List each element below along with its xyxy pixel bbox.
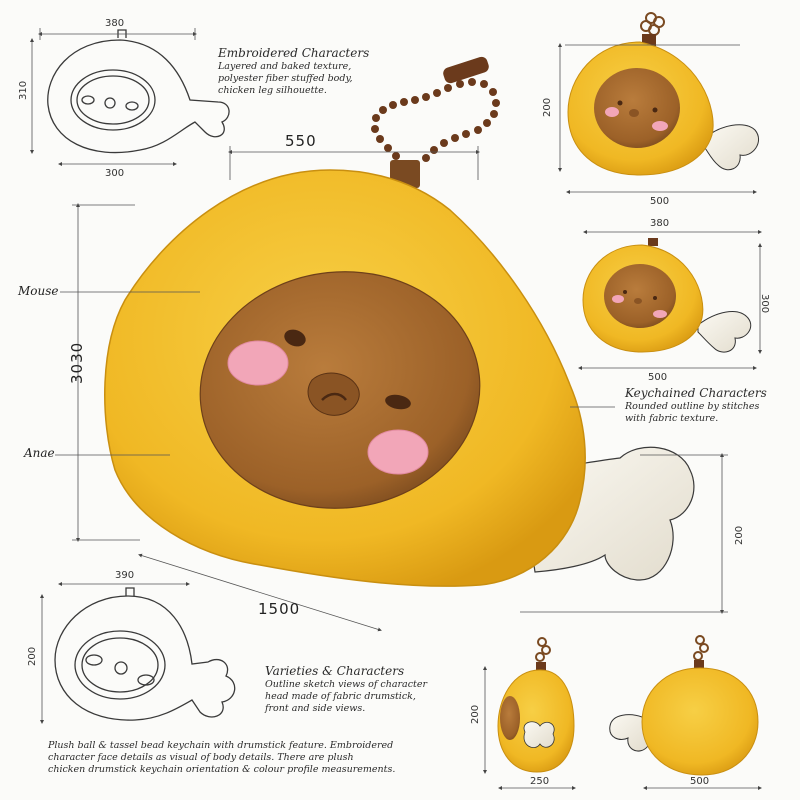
dim-mid-right-height: 300 [759,294,770,313]
note-right-line: Rounded outline by stitches [625,401,760,412]
right-eye-icon [385,394,411,410]
dim-bottom-right-width: 500 [690,776,709,787]
note-right: Keychained Characters Rounded outline by… [625,386,795,425]
note-top-line: chicken leg silhouette. [218,84,327,96]
dim-top-left-width: 380 [105,18,124,29]
dim-main-height: 3030 [68,342,86,384]
dim-bottom-left-height: 200 [27,647,38,666]
dim-main-width: 550 [285,132,317,150]
note-bottom: Varieties & Characters Outline sketch vi… [265,664,465,715]
left-blush-icon [227,340,289,386]
dims-main [55,146,728,632]
right-blush-icon [367,429,429,475]
note-top-title: Embroidered Characters [218,46,370,60]
dim-mid-right-width-top: 380 [650,218,669,229]
view-bottom-right [609,635,759,776]
dims-mid-right [578,230,762,370]
mouth-icon [321,392,347,401]
note-bottom-line: head made of fabric drumstick, [265,690,416,702]
dim-top-right-height: 200 [542,98,553,117]
dims-top-left [30,28,197,166]
note-footer-line: Plush ball & tassel bead keychain with d… [48,740,394,751]
view-bottom-side [497,637,575,773]
note-right-title: Keychained Characters [625,386,767,400]
note-right-line: with fabric texture. [625,412,719,424]
note-footer-line: character face details as visual of body… [48,751,354,763]
view-top-right [567,12,760,176]
left-eye-icon [284,329,306,347]
dim-mid-right-width-bottom: 500 [648,372,667,383]
ball-chain-icon [371,56,500,188]
note-footer: Plush ball & tassel bead keychain with d… [48,740,448,776]
sketch-top-left [47,29,230,154]
dim-bottom-side-height: 200 [470,705,481,724]
note-footer-line: chicken drumstick keychain orientation &… [48,763,396,775]
callout-upper: Mouse [18,284,59,298]
dim-top-left-height: 310 [18,81,29,100]
dim-top-left-bottom: 300 [105,168,124,179]
dims-top-right [558,43,757,194]
dim-main-bone: 200 [734,526,745,545]
note-top: Embroidered Characters Layered and baked… [218,46,388,97]
main-plush [104,56,695,587]
note-bottom-line: Outline sketch views of character [265,679,428,690]
dims-bottom-side [483,666,576,790]
dim-bottom-left-width: 390 [115,570,134,581]
note-top-line: polyester fiber stuffed body, [218,72,353,84]
callout-lower: Anae [24,446,55,460]
sketch-bottom-left [54,587,236,721]
dim-bottom-side-width: 250 [530,776,549,787]
note-bottom-line: front and side views. [265,702,366,714]
dims-bottom-left [40,582,190,724]
note-top-line: Layered and baked texture, [218,61,352,72]
view-mid-right [582,238,752,353]
dim-top-right-width: 500 [650,196,669,207]
dim-main-diagonal: 1500 [258,600,300,618]
note-bottom-title: Varieties & Characters [265,664,405,678]
